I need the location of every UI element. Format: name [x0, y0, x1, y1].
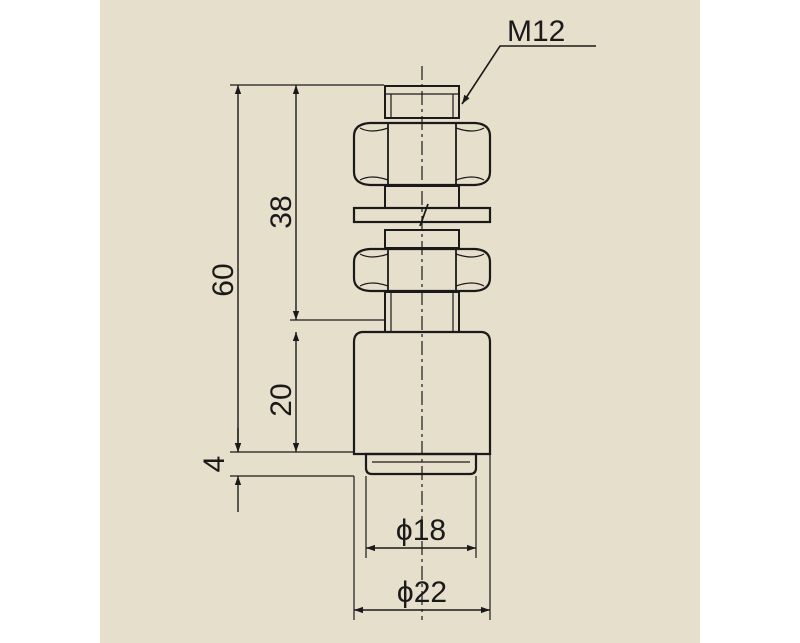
upper-hex-nut: [352, 121, 492, 187]
dim-label-4: 4: [198, 456, 231, 473]
dim-label-20: 20: [265, 383, 298, 416]
dim-label-phi22: ϕ22: [397, 576, 447, 609]
lower-hex-nut: [352, 247, 492, 293]
dim-label-phi18: ϕ18: [396, 514, 446, 547]
extension-lines: [230, 84, 491, 620]
dim-label-60: 60: [207, 263, 240, 296]
dim-label-38: 38: [265, 195, 298, 228]
contact-tip: [364, 452, 478, 476]
thread-callout-label: M12: [507, 15, 565, 48]
thread-leader: [461, 45, 596, 105]
washer: [352, 203, 492, 227]
drawing-panel: [100, 0, 700, 643]
